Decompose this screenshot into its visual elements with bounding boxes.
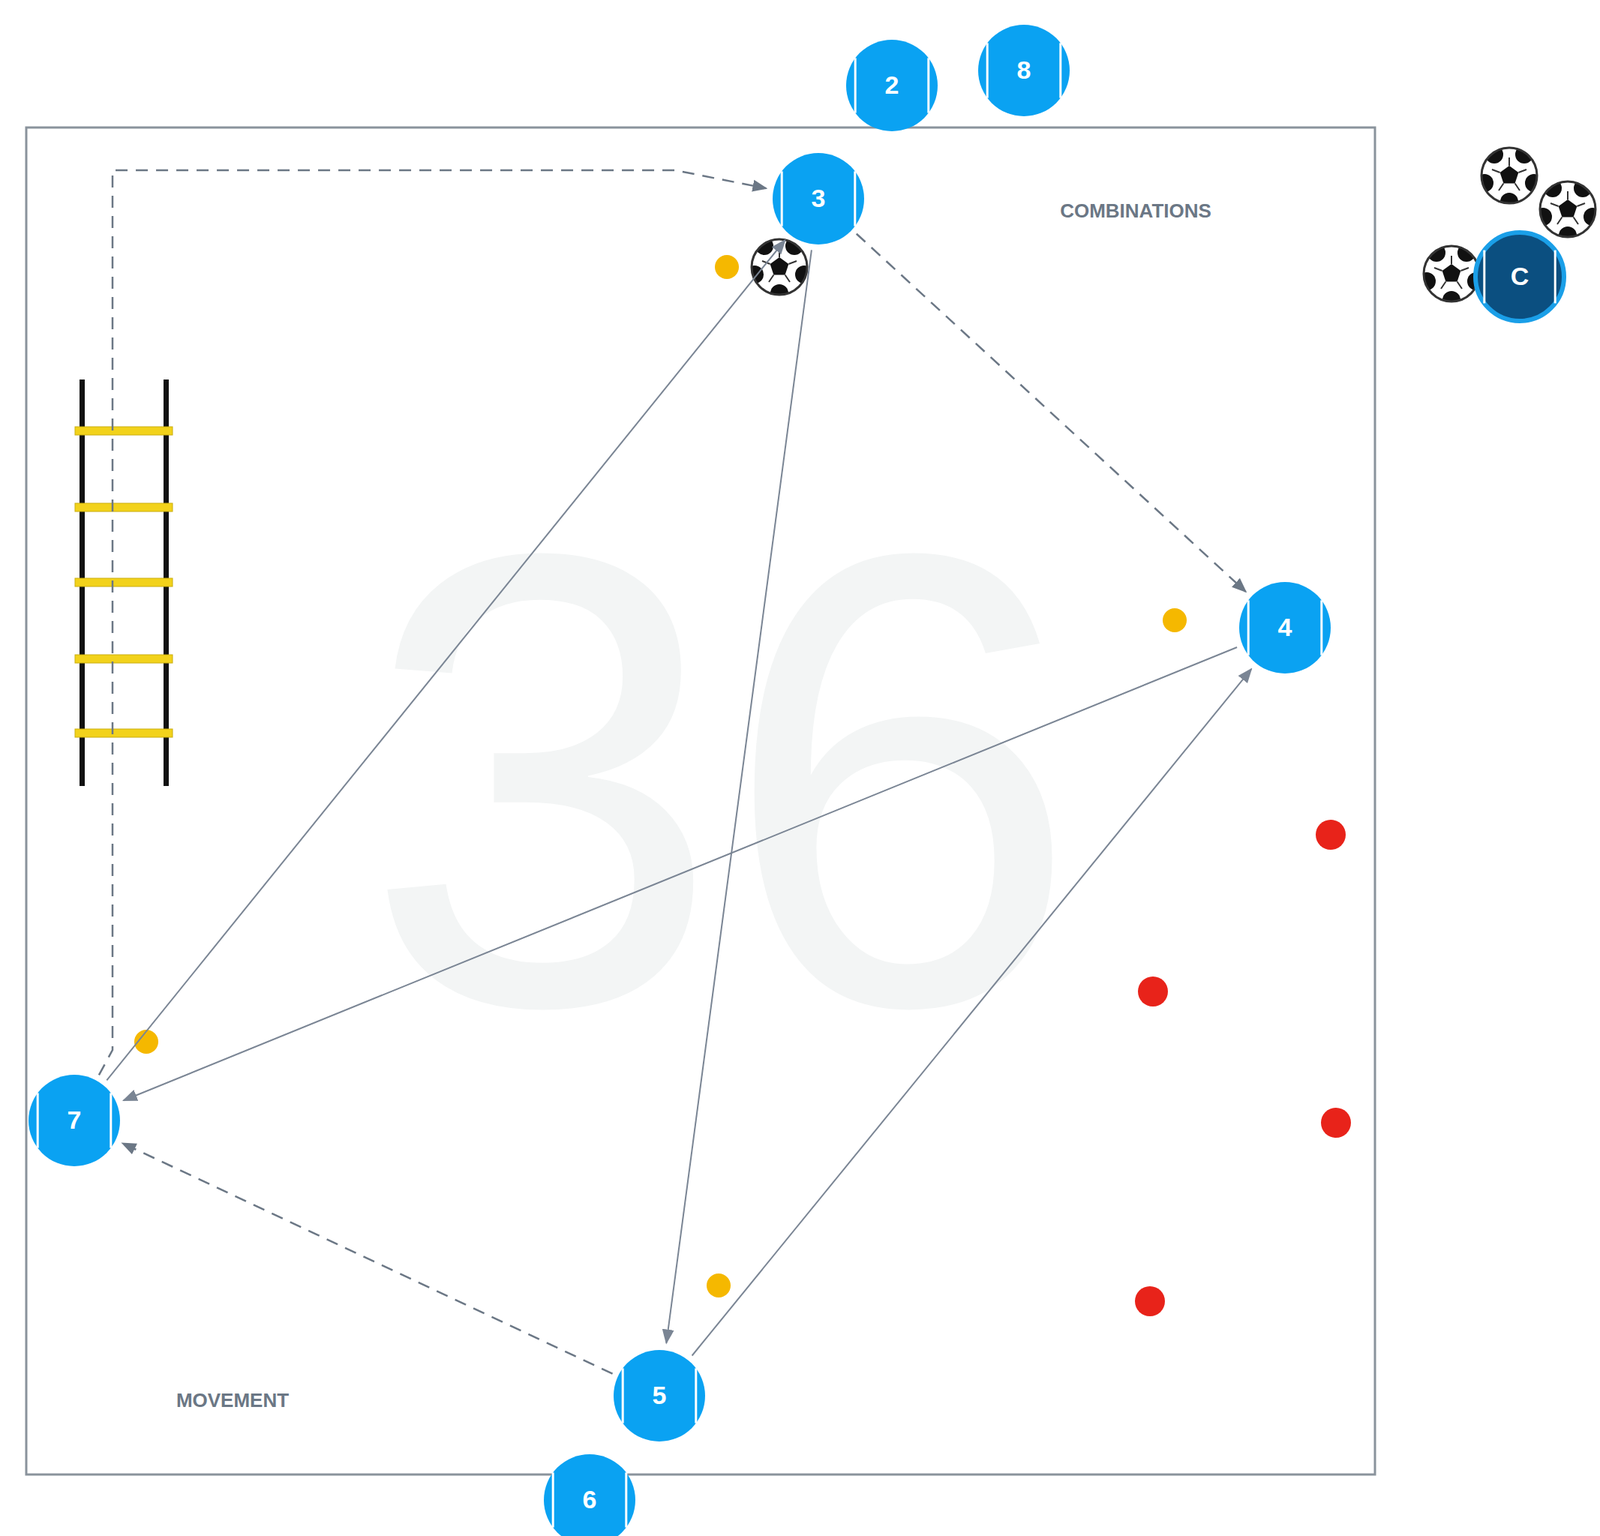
movement-path xyxy=(856,234,1246,592)
player-disc-fill xyxy=(978,24,1070,117)
player-number: 3 xyxy=(811,183,826,214)
player-disc xyxy=(1237,580,1333,676)
player-disc-fill xyxy=(772,153,865,245)
player-disc-fill xyxy=(543,1454,636,1536)
disc-stripe xyxy=(1554,250,1557,304)
balls xyxy=(745,145,1600,310)
disc-stripe xyxy=(36,1092,40,1148)
disc-stripe xyxy=(927,57,930,113)
watermark-number: 36 xyxy=(363,457,1081,1103)
player-number: 2 xyxy=(885,70,900,100)
disc-stripe xyxy=(853,171,856,226)
zone-label: MOVEMENT xyxy=(176,1389,289,1413)
player-number: 8 xyxy=(1017,55,1032,85)
agility-ladder xyxy=(75,379,173,787)
player-marker: 3 xyxy=(771,151,866,247)
ladder-rung xyxy=(75,654,173,664)
player-disc xyxy=(1472,229,1567,325)
yellow-cone xyxy=(706,1273,731,1298)
yellow-cone xyxy=(1162,608,1187,633)
player-marker: 2 xyxy=(844,38,940,133)
pass-arrow xyxy=(123,647,1237,1101)
player-disc xyxy=(542,1452,637,1536)
coach-marker: C xyxy=(1472,229,1567,325)
connectors xyxy=(99,170,1252,1375)
red-marker xyxy=(1315,819,1346,850)
player-number: 6 xyxy=(582,1485,598,1515)
disc-stripe xyxy=(986,42,989,98)
player-disc xyxy=(771,151,866,247)
player-number: 5 xyxy=(652,1380,667,1411)
disc-stripe xyxy=(694,1368,697,1423)
player-marker: 8 xyxy=(976,23,1072,118)
player-number: 7 xyxy=(67,1105,82,1135)
player-disc-fill xyxy=(846,39,938,132)
player-number: 4 xyxy=(1278,612,1293,643)
player-disc xyxy=(844,38,940,133)
player-disc-fill xyxy=(613,1350,706,1442)
zone-label: COMBINATIONS xyxy=(1059,199,1212,223)
soccer-ball xyxy=(1475,145,1543,211)
red-marker xyxy=(1320,1107,1351,1138)
disc-stripe xyxy=(1482,250,1486,304)
pass-arrow xyxy=(692,669,1252,1356)
ladder-rung xyxy=(75,578,173,587)
pitch-boundary xyxy=(26,127,1375,1475)
ladder-rung xyxy=(75,729,173,738)
red-marker xyxy=(1134,1286,1165,1317)
player-disc-fill xyxy=(28,1074,121,1167)
disc-stripe xyxy=(621,1368,625,1423)
disc-stripe xyxy=(780,171,784,226)
pass-arrow xyxy=(666,249,812,1343)
pass-arrow xyxy=(106,240,785,1081)
movement-path xyxy=(99,170,766,1075)
disc-stripe xyxy=(552,1472,555,1528)
disc-stripe xyxy=(109,1092,112,1148)
yellow-cone xyxy=(714,255,739,280)
coach-disc xyxy=(1475,232,1564,322)
player-disc xyxy=(612,1348,707,1444)
disc-stripe xyxy=(624,1472,628,1528)
movement-path xyxy=(122,1143,613,1374)
disc-stripe xyxy=(854,57,857,113)
player-disc-fill xyxy=(1239,582,1331,674)
cones xyxy=(134,255,1351,1317)
player-disc xyxy=(976,23,1072,118)
disc-stripe xyxy=(1059,42,1062,98)
ladder-rung xyxy=(75,426,173,436)
player-disc xyxy=(27,1073,122,1168)
player-number: C xyxy=(1510,261,1530,292)
red-marker xyxy=(1137,976,1168,1007)
disc-stripe xyxy=(1247,600,1250,655)
player-marker: 5 xyxy=(612,1348,707,1444)
soccer-ball xyxy=(1417,243,1486,310)
player-marker: 7 xyxy=(27,1073,122,1168)
player-marker: 4 xyxy=(1237,580,1333,676)
disc-stripe xyxy=(1320,600,1323,655)
soccer-ball xyxy=(1533,179,1600,245)
ladder-rung xyxy=(75,503,173,512)
player-marker: 6 xyxy=(542,1452,637,1536)
